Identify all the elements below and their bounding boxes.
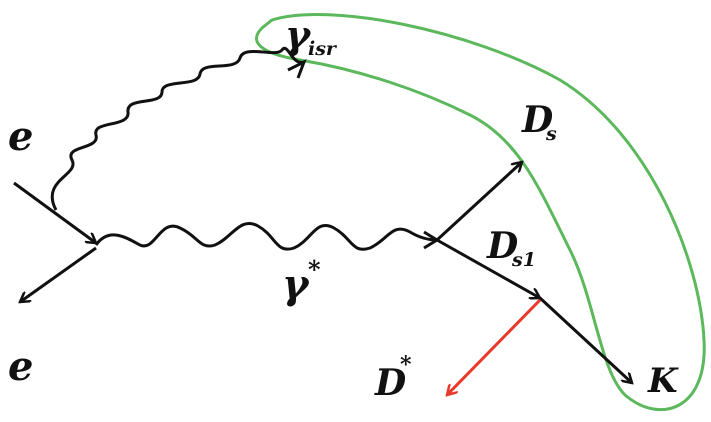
kaon-line bbox=[538, 296, 632, 383]
gamma-isr-label: γ isr bbox=[285, 12, 338, 60]
gamma-star-symbol: γ bbox=[282, 261, 310, 308]
ds1-line bbox=[436, 238, 540, 298]
isr-arrowhead bbox=[287, 58, 307, 79]
electron-in-line bbox=[13, 181, 96, 243]
highlight-outline bbox=[255, 13, 706, 412]
ds1-subscript: s1 bbox=[511, 249, 536, 271]
gamma-star-superscript: * bbox=[308, 255, 321, 284]
ds-symbol: D bbox=[521, 99, 553, 141]
isr-photon-line bbox=[50, 46, 305, 211]
gamma-isr-subscript: isr bbox=[308, 38, 338, 60]
kaon-label: K bbox=[647, 361, 679, 401]
electron-out-label: e bbox=[8, 343, 33, 390]
ds-line bbox=[435, 162, 522, 242]
dstar-line bbox=[447, 298, 542, 395]
ds-label: D s bbox=[521, 99, 557, 145]
dstar-symbol: D bbox=[374, 362, 406, 404]
electron-out-line bbox=[20, 246, 97, 302]
virtual-photon-line bbox=[94, 222, 438, 251]
dstar-label: D * bbox=[374, 352, 412, 404]
gamma-isr-symbol: γ bbox=[285, 12, 312, 57]
electron-in-label: e bbox=[8, 113, 33, 160]
ds-subscript: s bbox=[545, 123, 557, 145]
gamma-star-label: γ * bbox=[282, 255, 321, 308]
dstar-superscript: * bbox=[400, 352, 412, 378]
ds1-label: D s1 bbox=[486, 225, 536, 271]
ds1-symbol: D bbox=[486, 225, 518, 267]
